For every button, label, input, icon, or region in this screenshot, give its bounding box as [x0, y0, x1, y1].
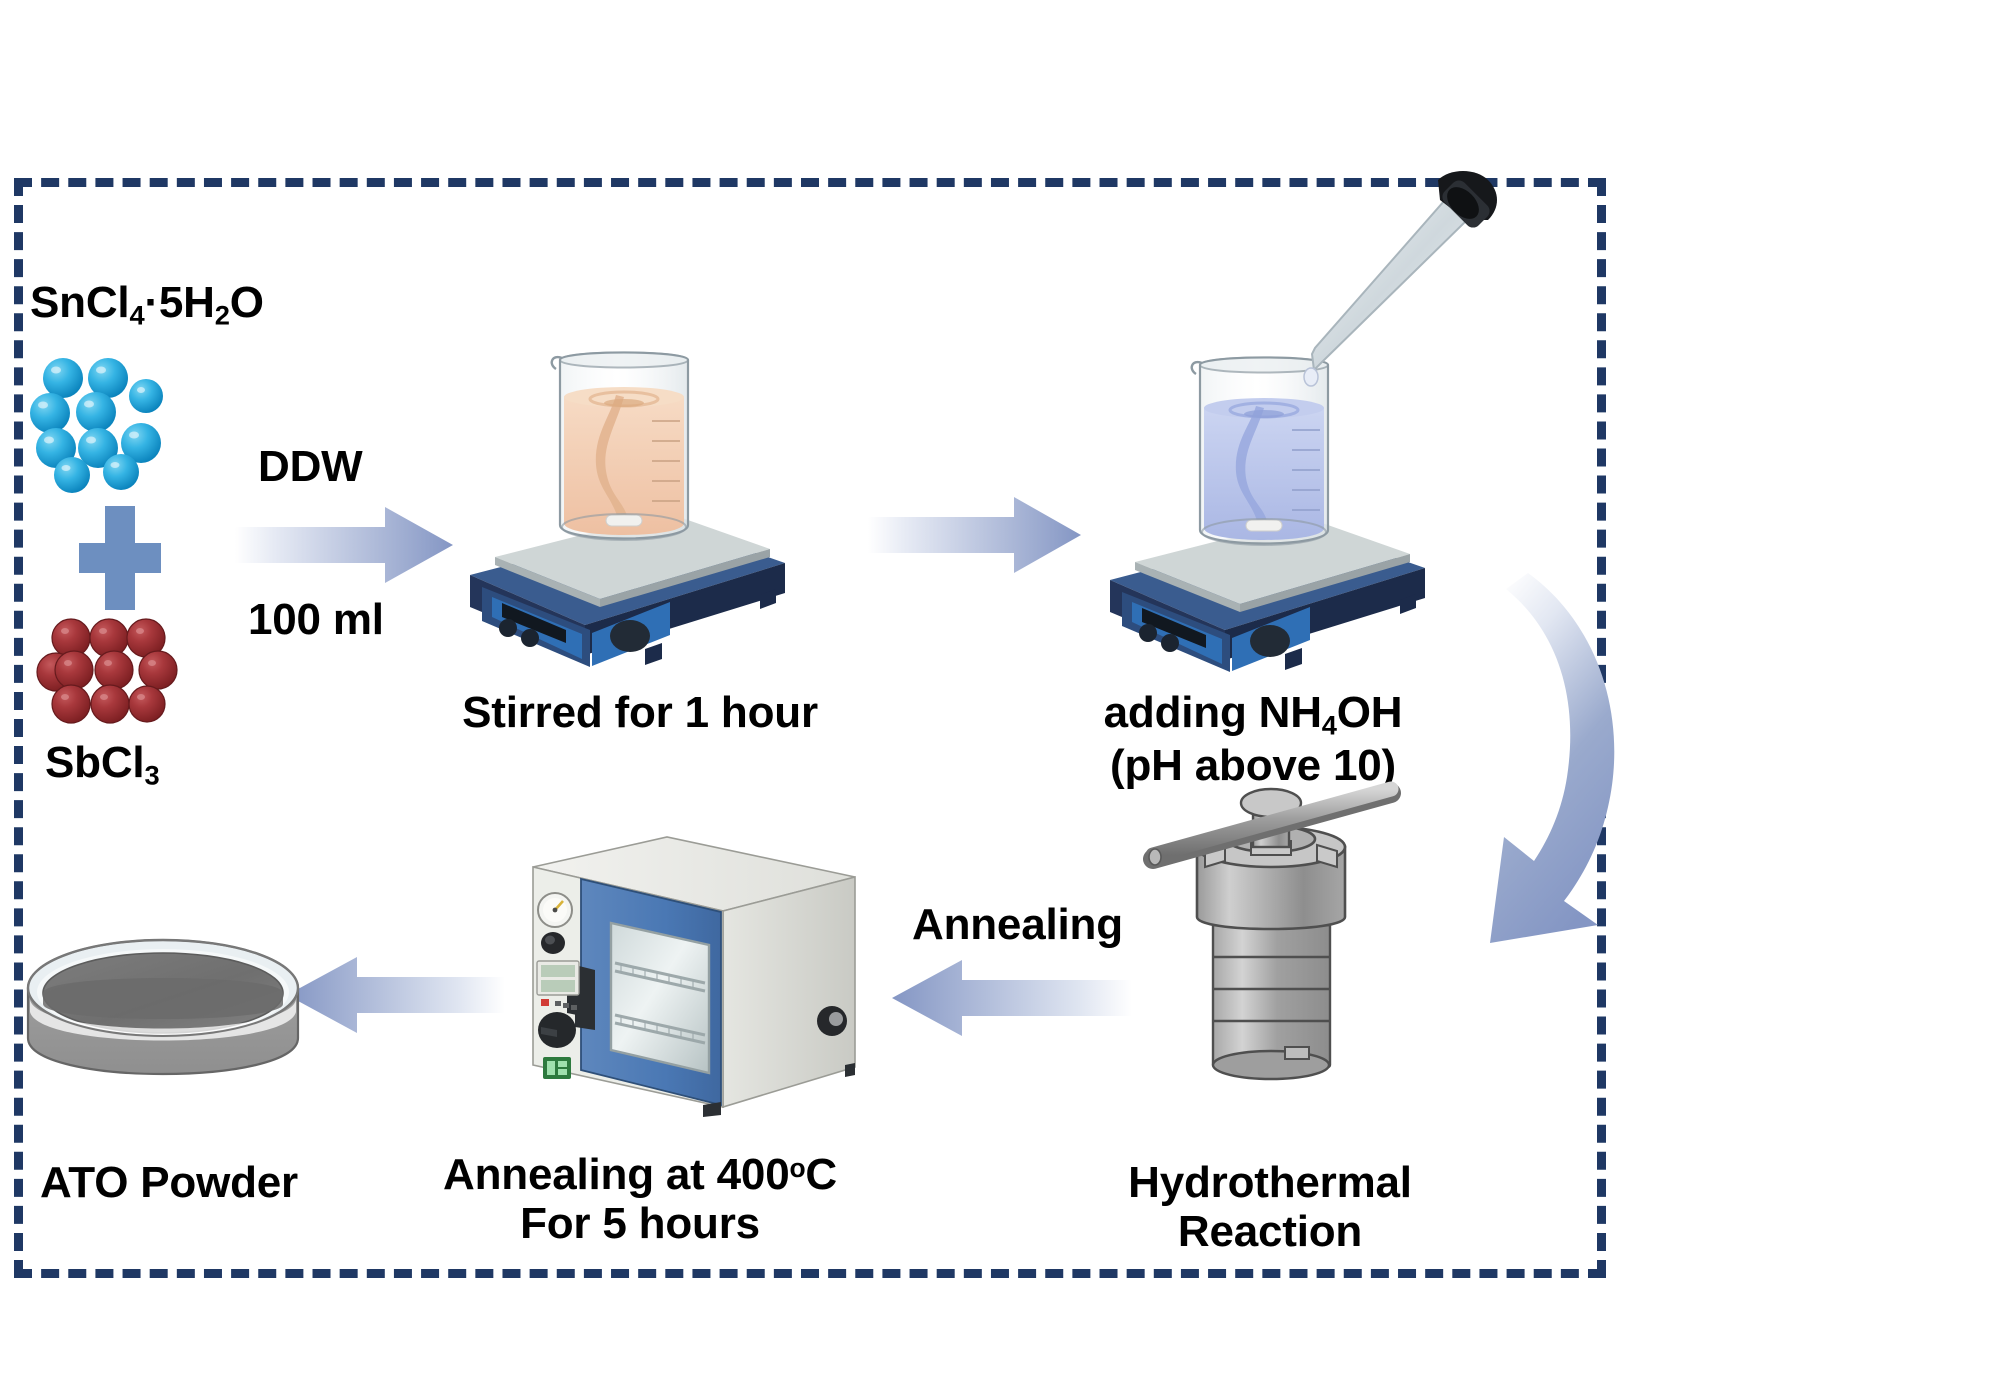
- vacuum-drying-oven: [495, 815, 875, 1145]
- caption-adding-nh4oh: adding NH4OH (pH above 10): [1103, 688, 1403, 791]
- pipette-dropper-icon: [1270, 170, 1500, 400]
- arrow-annealing: [890, 958, 1132, 1038]
- ddw-label: DDW: [258, 442, 363, 491]
- petri-dish-with-powder: [20, 880, 310, 1130]
- autoclave-reactor: [1143, 775, 1475, 1125]
- magnetic-stirrer-1: [440, 325, 800, 685]
- plus-symbol-icon: [60, 498, 180, 618]
- arrow-curved-to-hydrothermal: [1480, 545, 1660, 965]
- caption-ato-powder: ATO Powder: [40, 1158, 298, 1207]
- magnetic-stirrer-2: [1080, 330, 1440, 690]
- caption-ph-value: (pH above 10): [1110, 741, 1396, 791]
- reagent-label-sbcl3: SbCl3: [45, 738, 160, 791]
- volume-label: 100 ml: [248, 595, 384, 644]
- reagent-label-sncl4: SnCl4·5H2O: [30, 278, 264, 331]
- blue-sphere-cluster: [30, 350, 210, 493]
- caption-hydrothermal: Hydrothermal Reaction: [1128, 1158, 1412, 1257]
- red-sphere-cluster: [36, 612, 200, 732]
- arrow-ddw: [235, 505, 455, 585]
- arrow-to-product: [285, 955, 505, 1035]
- arrow-to-ph-step: [868, 495, 1083, 575]
- caption-stirred: Stirred for 1 hour: [462, 688, 818, 737]
- annealing-label: Annealing: [912, 900, 1123, 949]
- caption-annealing-temp: Annealing at 400oC For 5 hours: [443, 1150, 837, 1249]
